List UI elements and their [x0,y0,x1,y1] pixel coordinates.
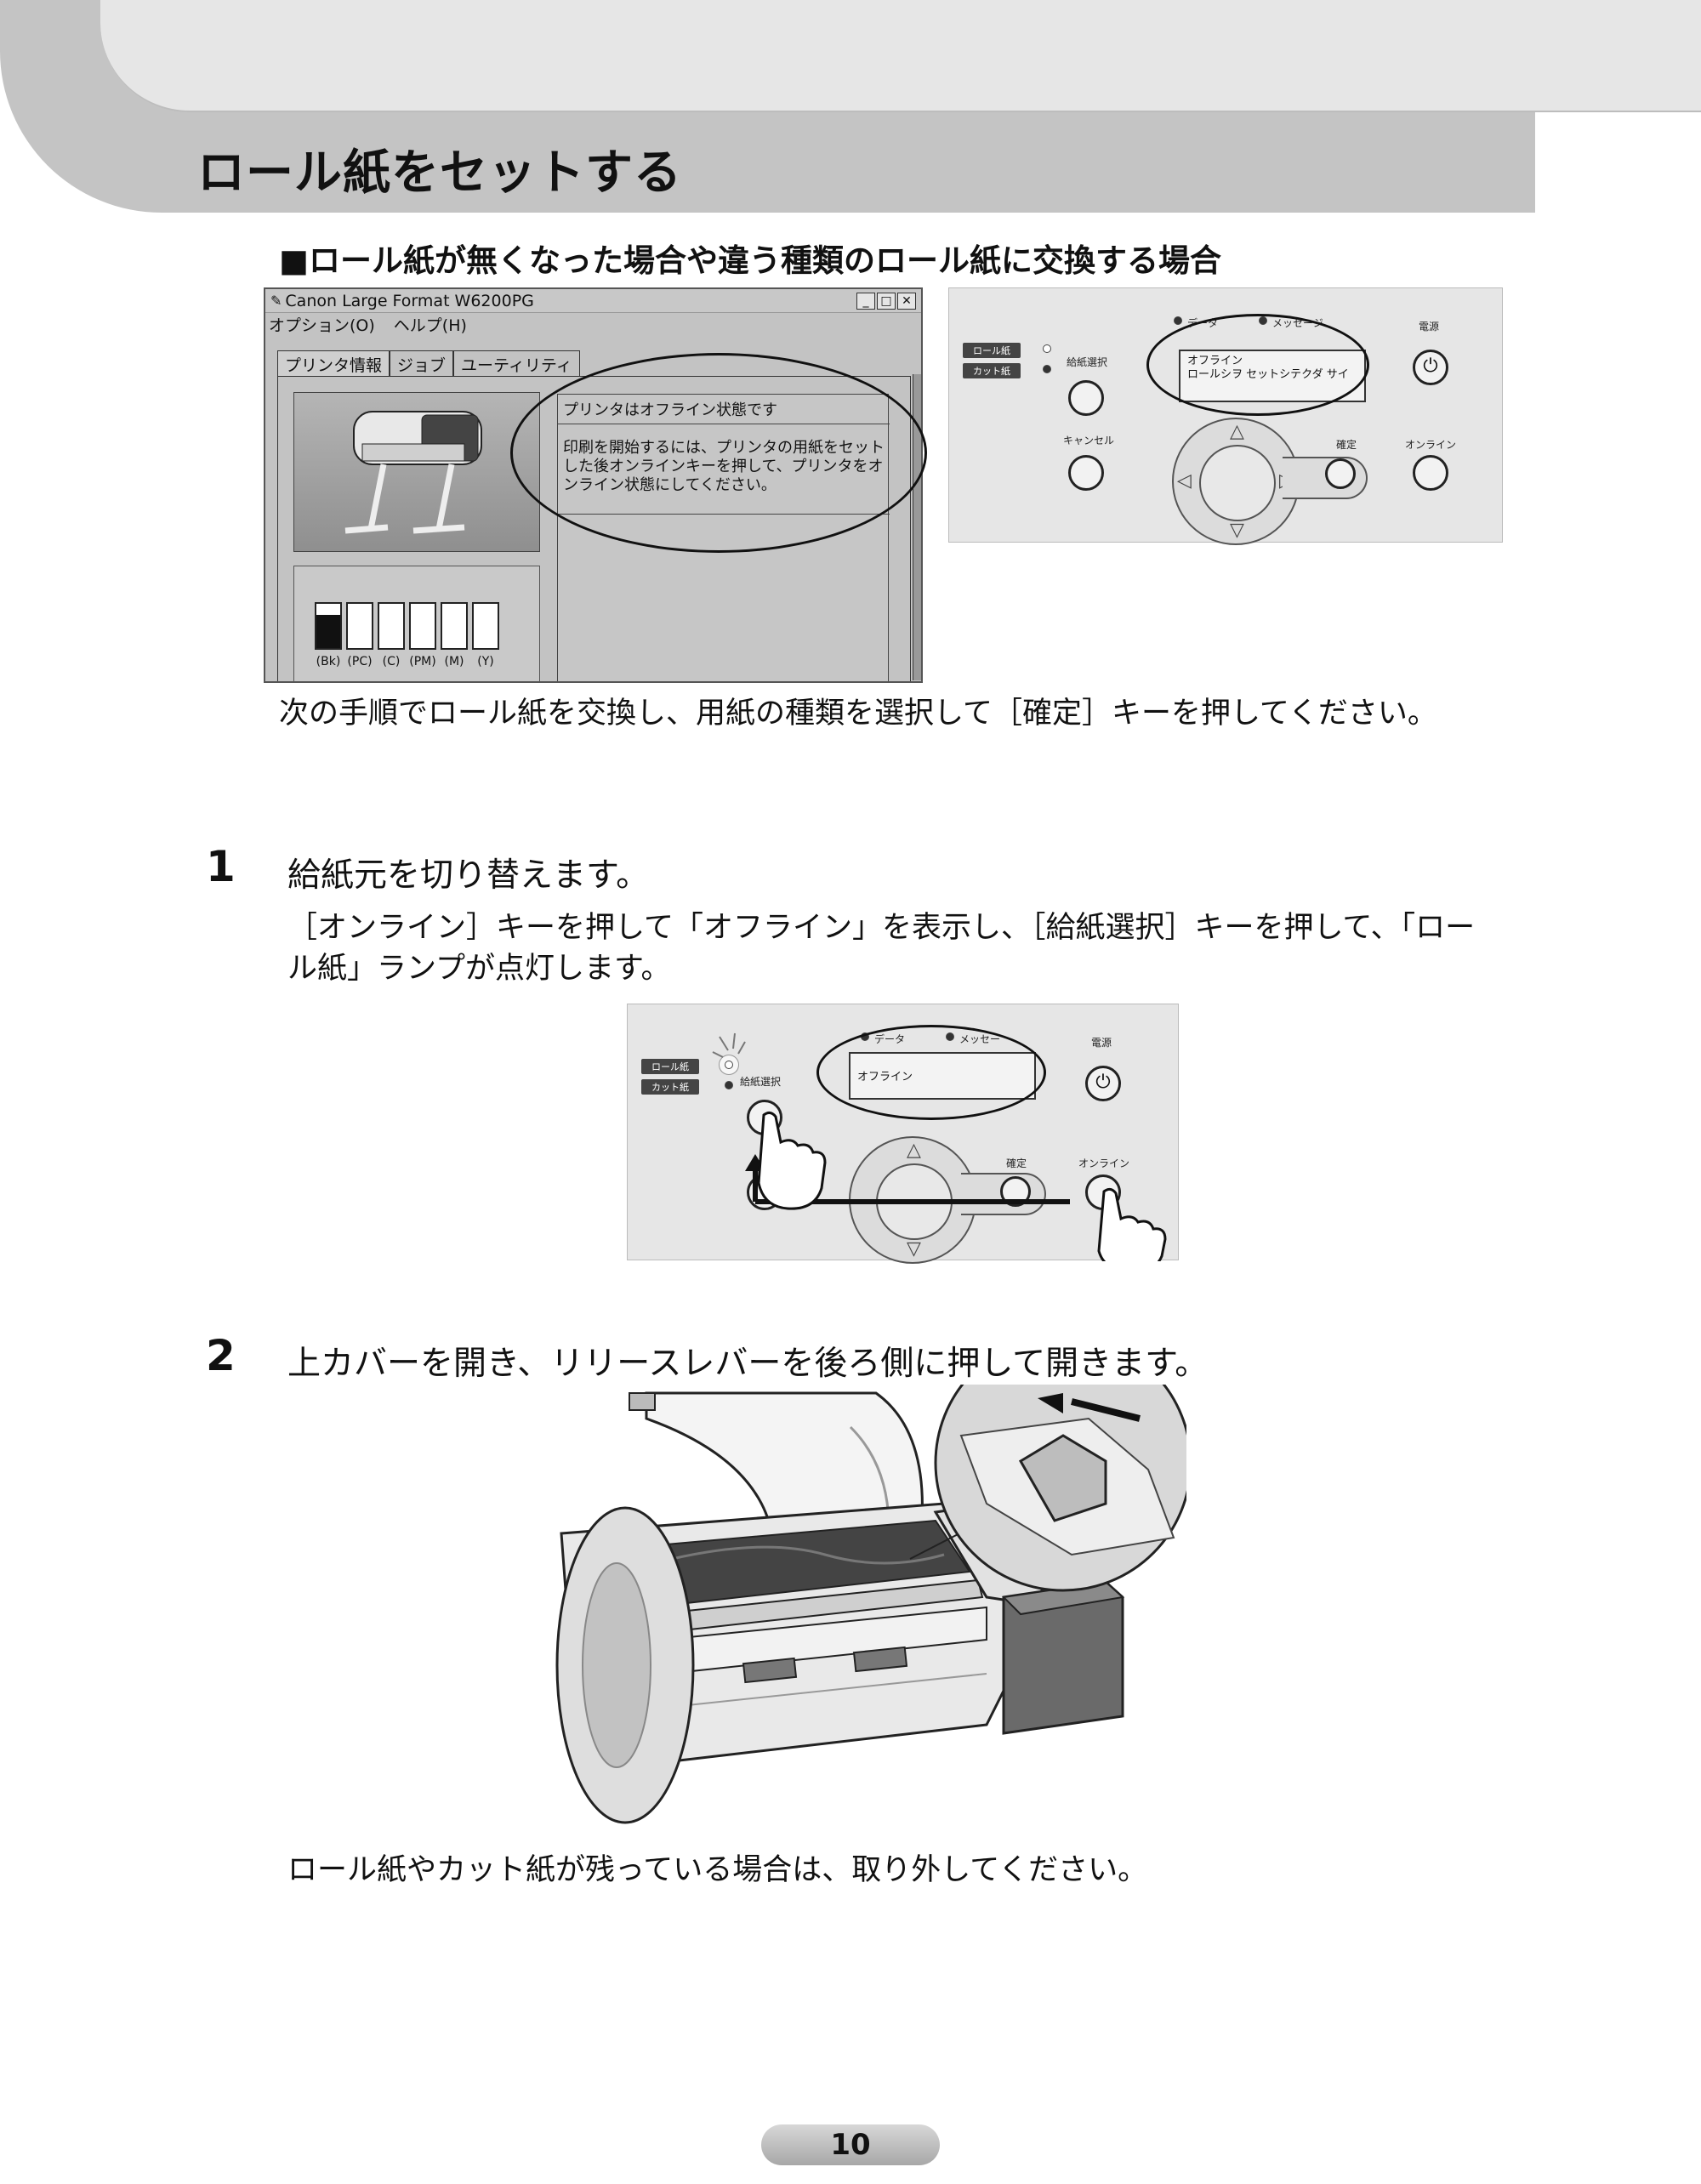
app-icon: ✎ [270,293,282,309]
confirm-label: 確定 [1006,1157,1027,1169]
arrow-up-icon[interactable]: △ [1230,421,1244,442]
tab-utility[interactable]: ユーティリティ [453,350,580,378]
ink-labels: (Bk) (PC) (C) (PM) (M) (Y) [315,655,499,668]
ink-tank-m [441,602,468,650]
arrow-up-icon[interactable]: △ [907,1140,921,1161]
roll-paper-tag: ロール紙 [963,343,1021,358]
printer-image [293,392,540,552]
arrow-left-icon[interactable]: ◁ [1177,470,1192,492]
feed-select-label: 給紙選択 [1067,356,1108,368]
ink-status-panel: (Bk) (PC) (C) (PM) (M) (Y) [293,566,540,681]
cut-paper-tag: カット紙 [641,1079,699,1095]
ink-label: (M) [444,655,464,668]
arrow-down-icon[interactable]: ▽ [1230,520,1244,541]
step-text: ロール紙やカット紙が残っている場合は、取り外してください。 [287,1853,1148,1887]
control-panel-diagram: データ メッセー 電源 ⏻ ロール紙 カット紙 給紙選択 オフライン △ ▽ 確… [627,1004,1179,1264]
dialog-scrollbar[interactable] [913,374,921,680]
page-title: ロール紙をセットする [197,145,682,201]
printer-illustration-icon [344,411,482,534]
ink-label: (C) [382,655,401,668]
ink-label: (PC) [347,655,373,668]
window-controls: _ □ ✕ [856,292,916,310]
control-panel-diagram: データ メッセージ 電源 ⏻ ロール紙 カット紙 給紙選択 オフライン ロールシ… [948,287,1503,545]
power-label: 電源 [1419,321,1440,333]
menu-help[interactable]: ヘルプ(H) [393,316,467,335]
step-number: 2 [206,1331,236,1380]
callout-ellipse [816,1025,1046,1120]
power-button[interactable]: ⏻ [1085,1066,1121,1101]
roll-paper-tag: ロール紙 [641,1059,699,1074]
intro-text: 次の手順でロール紙を交換し、用紙の種類を選択して［確定］キーを押してください。 [279,697,1437,731]
dialog-tabs: プリンタ情報 ジョブ ユーティリティ [277,350,580,378]
data-lamp [1174,316,1182,325]
power-icon: ⏻ [1095,1072,1111,1093]
tab-job[interactable]: ジョブ [390,350,454,378]
ink-tank-pm [409,602,436,650]
cut-paper-tag: カット紙 [963,363,1021,378]
step-title: 給紙元を切り替えます。 [287,856,650,895]
confirm-button[interactable] [1325,458,1356,489]
power-icon: ⏻ [1423,355,1438,377]
page-number: 10 [761,2124,940,2165]
cut-paper-lamp [1043,365,1051,373]
feed-select-button[interactable] [1068,380,1104,416]
header-top-band [100,0,1701,112]
online-label: オンライン [1405,439,1457,451]
online-button[interactable] [1413,455,1448,491]
ink-tank-bk [315,602,342,650]
step-text: ［オンライン］キーを押して「オフライン」を表示し、［給紙選択］キーを押して、「ロ… [287,911,1476,986]
close-icon[interactable]: ✕ [897,292,916,310]
ink-tank-pc [346,602,373,650]
power-button[interactable]: ⏻ [1413,350,1448,385]
ink-tank-y [472,602,499,650]
online-label: オンライン [1078,1157,1130,1169]
tab-printer-info[interactable]: プリンタ情報 [277,350,390,378]
cancel-button[interactable] [1068,455,1104,491]
press-hand-icon [712,1032,1167,1261]
dialog-title: Canon Large Format W6200PG [285,291,534,310]
printer-open-cover-illustration [555,1385,1186,1824]
direction-pad[interactable]: △ ▽ ◁ ▷ [1172,418,1300,545]
power-label: 電源 [1091,1037,1112,1049]
ink-tanks [315,602,499,650]
roll-paper-lamp [1043,344,1051,353]
section-subheading: ■ロール紙が無くなった場合や違う種類のロール紙に交換する場合 [279,242,1221,279]
ink-label: (Y) [477,655,494,668]
confirm-label: 確定 [1336,439,1357,451]
dialog-menubar: オプション(O) ヘルプ(H) [265,313,921,335]
callout-ellipse [1146,314,1369,416]
direction-pad-center [1199,445,1276,521]
ink-tank-c [378,602,405,650]
minimize-icon[interactable]: _ [856,292,875,310]
roll-paper-lamp-lit [725,1061,733,1069]
maximize-icon[interactable]: □ [877,292,896,310]
cut-paper-lamp [725,1081,733,1089]
menu-options[interactable]: オプション(O) [269,316,375,335]
step-title: 上カバーを開き、リリースレバーを後ろ側に押して開きます。 [287,1345,1209,1383]
dialog-titlebar: ✎ Canon Large Format W6200PG _ □ ✕ [265,289,921,313]
cancel-label: キャンセル [1063,435,1115,446]
feed-select-label: 給紙選択 [740,1076,782,1088]
ink-label: (Bk) [316,655,341,668]
step-number: 1 [206,842,236,891]
ink-label: (PM) [409,655,436,668]
arrow-down-icon[interactable]: ▽ [907,1238,921,1260]
callout-ellipse [510,353,927,553]
